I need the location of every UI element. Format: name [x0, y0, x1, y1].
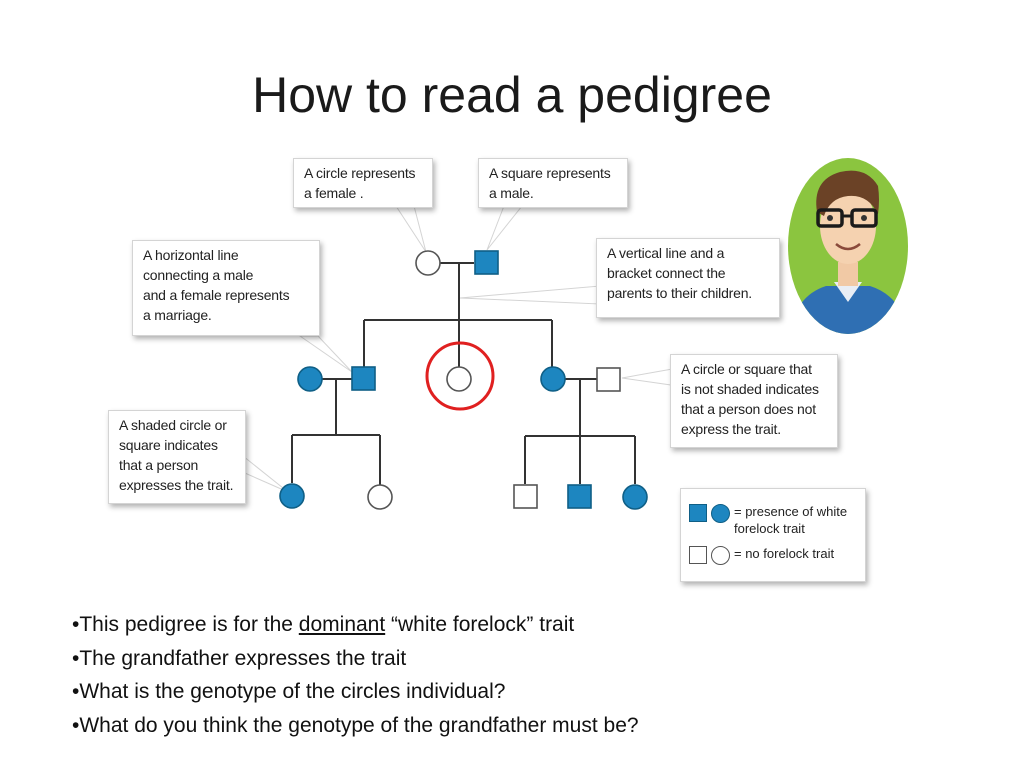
grandchild1-circle — [279, 483, 305, 509]
child-wife-circle — [297, 366, 323, 392]
bullet-item: •What do you think the genotype of the g… — [72, 713, 639, 737]
callout-square-male: A square represents a male. — [478, 158, 628, 208]
callout-not-shaded: A circle or square that is not shaded in… — [670, 354, 838, 448]
legend-presence: = presence of white forelock trait — [689, 503, 854, 537]
filled-square-icon — [689, 504, 707, 522]
callout-circle-female: A circle represents a female . — [293, 158, 433, 208]
daughter-highlight-ring — [425, 341, 495, 411]
empty-square-icon — [689, 546, 707, 564]
daughter2-circle — [540, 366, 566, 392]
legend: = presence of white forelock trait = no … — [680, 488, 866, 582]
pedigree-lines — [291, 262, 636, 485]
son-in-law-square — [596, 367, 621, 392]
daughter-circle — [446, 366, 472, 392]
callout-horizontal-line: A horizontal line connecting a male and … — [132, 240, 320, 336]
empty-circle-icon — [711, 546, 730, 565]
bullet-item: •This pedigree is for the dominant “whit… — [72, 613, 575, 636]
avatar-icon — [788, 158, 908, 334]
grandchild4-square — [567, 484, 592, 509]
slide-title: How to read a pedigree — [252, 67, 772, 123]
grandchild2-circle — [367, 484, 393, 510]
callout-shaded: A shaded circle or square indicates that… — [108, 410, 246, 504]
bullet-item: •The grandfather expresses the trait — [72, 646, 407, 670]
bullet-list: •This pedigree is for the dominant “whit… — [72, 608, 972, 742]
emphasis-dominant: dominant — [298, 613, 386, 636]
filled-circle-icon — [711, 504, 730, 523]
legend-absence: = no forelock trait — [689, 545, 854, 565]
grandchild3-square — [513, 484, 538, 509]
callout-vertical-line: A vertical line and a bracket connect th… — [596, 238, 780, 318]
grandmother-circle — [415, 250, 441, 276]
son-square — [351, 366, 376, 391]
grandchild5-circle — [622, 484, 648, 510]
grandfather-square — [474, 250, 499, 275]
bullet-item: •What is the genotype of the circles ind… — [72, 680, 506, 703]
